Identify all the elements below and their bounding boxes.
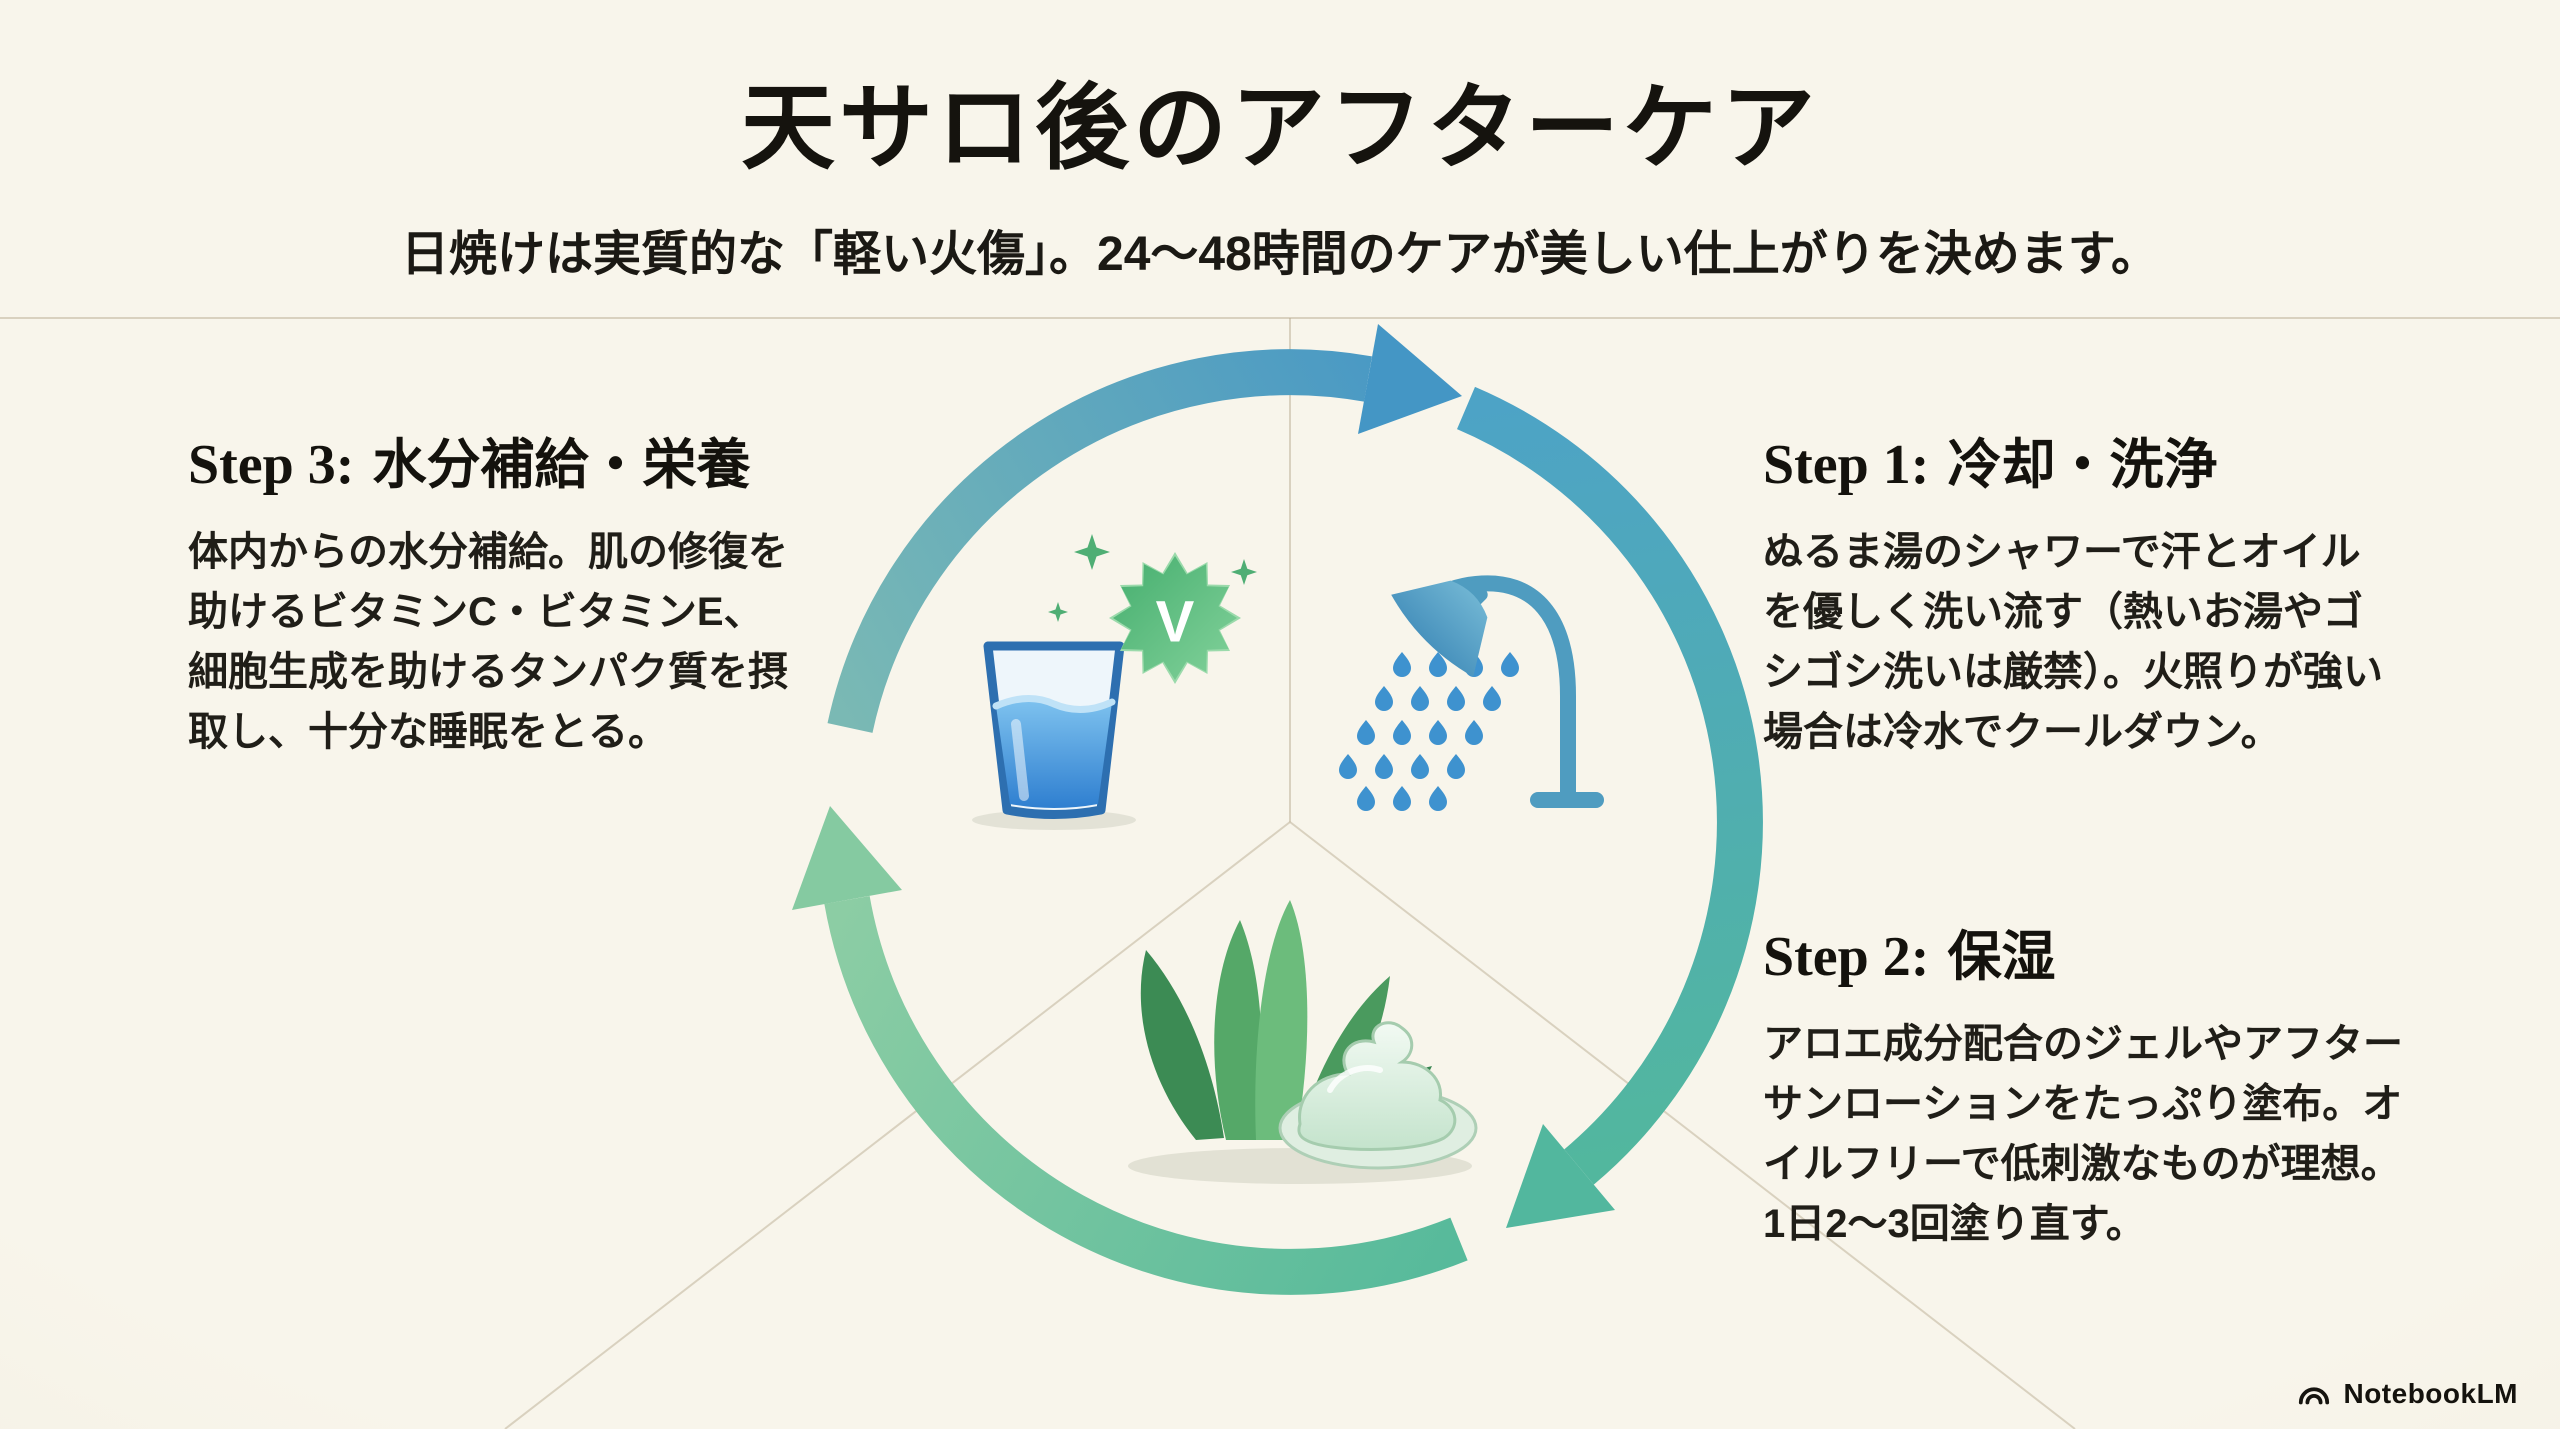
arrow-head-left	[792, 806, 902, 910]
step-2-title: 保湿	[1947, 927, 2056, 987]
panel-dividers	[0, 317, 2560, 1429]
sparkle-icons	[1048, 534, 1257, 622]
shower-icon	[1339, 575, 1604, 811]
step-3-label: Step 3:	[188, 434, 355, 496]
step-3-title: 水分補給・栄養	[372, 435, 751, 495]
step-2-heading: Step 2: 保湿	[1763, 922, 2403, 992]
vitamin-burst	[1113, 556, 1237, 680]
page-subtitle: 日焼けは実質的な「軽い火傷」。24〜48時間のケアが美しい仕上がりを決めます。	[401, 228, 2159, 281]
arrow-arc-top	[827, 349, 1372, 733]
arrow-arc-left	[824, 895, 1468, 1295]
cycle-arrows	[792, 324, 1763, 1295]
gel-dollop	[1278, 1021, 1478, 1170]
page-title: 天サロ後のアフターケア	[740, 77, 1819, 181]
step-2-body: アロエ成分配合のジェルやアフターサンローションをたっぷり塗布。オイルフリーで低刺…	[1763, 1022, 2403, 1246]
branding-badge: NotebookLM	[2295, 1377, 2518, 1411]
branding-label: NotebookLM	[2343, 1378, 2518, 1409]
vitamin-badge-letter: V	[1156, 590, 1195, 655]
shower-base	[1530, 792, 1604, 808]
arrow-head-top	[1358, 324, 1462, 434]
glass-water	[996, 698, 1112, 808]
step-1-body: ぬるま湯のシャワーで汗とオイルを優しく洗い流す（熱いお湯やゴシゴシ洗いは厳禁）。…	[1763, 530, 2383, 754]
arrow-arc-right	[1456, 386, 1763, 1185]
arrow-head-right	[1506, 1124, 1615, 1228]
aloe-gel-icon	[1128, 900, 1478, 1184]
step-2-label: Step 2:	[1763, 926, 1930, 988]
step-1-title: 冷却・洗浄	[1947, 435, 2218, 495]
water-glass-vitamin-icon: V	[972, 534, 1257, 830]
water-drops-icon	[1339, 652, 1519, 811]
step-1-heading: Step 1: 冷却・洗浄	[1763, 430, 2393, 500]
step-3-heading: Step 3: 水分補給・栄養	[188, 430, 788, 500]
step-2-block: Step 2: 保湿 アロエ成分配合のジェルやアフターサンローションをたっぷり塗…	[1763, 922, 2403, 1254]
step-3-block: Step 3: 水分補給・栄養 体内からの水分補給。肌の修復を助けるビタミンC・…	[188, 430, 788, 762]
step-1-block: Step 1: 冷却・洗浄 ぬるま湯のシャワーで汗とオイルを優しく洗い流す（熱い…	[1763, 430, 2393, 762]
shower-head	[1391, 580, 1488, 677]
page-header: 天サロ後のアフターケア 日焼けは実質的な「軽い火傷」。24〜48時間のケアが美し…	[0, 0, 2560, 284]
step-1-label: Step 1:	[1763, 434, 1930, 496]
step-3-body: 体内からの水分補給。肌の修復を助けるビタミンC・ビタミンE、細胞生成を助けるタン…	[188, 530, 788, 754]
notebooklm-logo-icon	[2299, 1387, 2330, 1405]
